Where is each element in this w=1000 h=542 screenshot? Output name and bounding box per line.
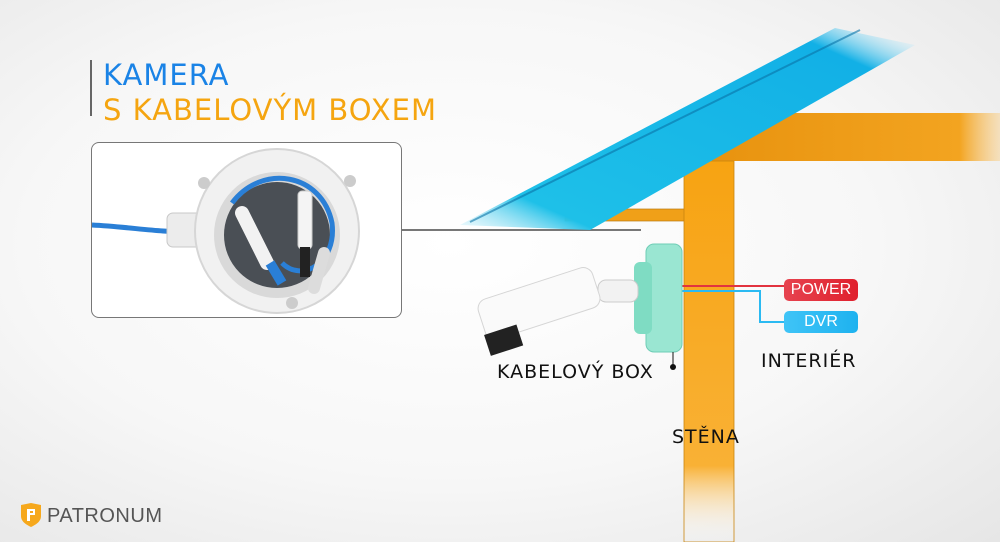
title-line-2: S KABELOVÝM BOXEM	[103, 93, 437, 127]
title-line-1: KAMERA	[103, 58, 230, 92]
power-badge: POWER	[784, 279, 858, 301]
patronum-shield-icon	[21, 503, 41, 527]
dvr-badge: DVR	[784, 311, 858, 333]
brand-name: PATRONUM	[47, 505, 163, 527]
junction-box-photo	[91, 142, 402, 318]
interior-label: INTERIÉR	[761, 350, 857, 372]
cable-box-label: KABELOVÝ BOX	[497, 361, 654, 383]
title-divider	[90, 60, 92, 116]
junction-box-illustration	[92, 148, 360, 314]
callout-line	[401, 229, 641, 231]
wall-label: STĚNA	[672, 426, 740, 448]
